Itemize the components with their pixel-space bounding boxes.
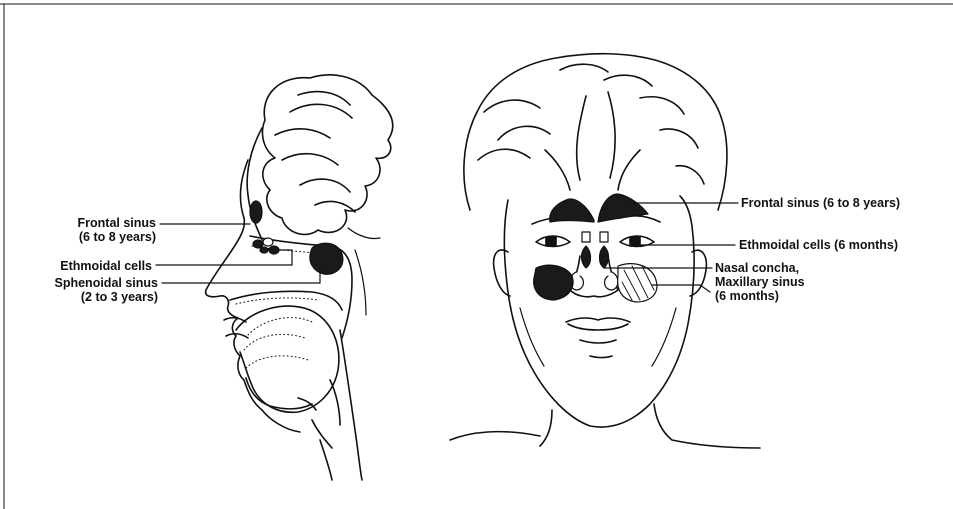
front-ethmoidal-cells xyxy=(582,232,609,268)
profile-sphenoidal-sinus xyxy=(310,243,343,274)
label-age: (6 months) xyxy=(715,289,805,303)
label-ethmoidal-cells-front: Ethmoidal cells (6 months) xyxy=(739,238,898,252)
label-text: Sphenoidal sinus xyxy=(30,276,158,290)
profile-frontal-sinus xyxy=(250,201,262,223)
label-text: Frontal sinus xyxy=(60,216,156,230)
label-nasal-concha-maxillary-front: Nasal concha, Maxillary sinus (6 months) xyxy=(715,261,805,303)
label-text: Ethmoidal cells xyxy=(30,259,152,273)
side-profile-head xyxy=(206,75,393,480)
front-frontal-sinus xyxy=(550,194,648,222)
label-text-2: Maxillary sinus xyxy=(715,275,805,289)
profile-neck xyxy=(320,330,362,480)
label-age: (6 to 8 years) xyxy=(60,230,156,244)
profile-spine xyxy=(348,228,380,315)
front-maxillary-sinus-right xyxy=(618,264,657,302)
label-text: Frontal sinus (6 to 8 years) xyxy=(741,196,900,210)
front-neck xyxy=(450,404,760,448)
front-mouth xyxy=(566,318,630,358)
label-sphenoidal-sinus-profile: Sphenoidal sinus (2 to 3 years) xyxy=(30,276,158,304)
profile-hair-waves xyxy=(275,92,355,212)
label-frontal-sinus-profile: Frontal sinus (6 to 8 years) xyxy=(60,216,156,244)
label-text: Nasal concha, xyxy=(715,261,805,275)
profile-face-outline xyxy=(206,160,300,432)
front-sinuses xyxy=(534,194,657,302)
profile-palate xyxy=(230,291,342,310)
front-eyes xyxy=(536,236,654,247)
front-face-outline xyxy=(504,196,694,427)
front-hair-waves xyxy=(478,64,704,190)
label-frontal-sinus-front: Frontal sinus (6 to 8 years) xyxy=(741,196,900,210)
front-nasal-concha-right xyxy=(605,272,618,290)
profile-sinuses xyxy=(250,201,343,274)
profile-hair xyxy=(262,75,392,235)
label-text: Ethmoidal cells (6 months) xyxy=(739,238,898,252)
front-hair xyxy=(464,54,727,210)
front-maxillary-sinus-left xyxy=(534,265,573,300)
label-ethmoidal-cells-profile: Ethmoidal cells xyxy=(30,259,152,273)
profile-tongue-stipple xyxy=(244,318,312,368)
profile-larynx xyxy=(298,380,340,448)
label-age: (2 to 3 years) xyxy=(30,290,158,304)
